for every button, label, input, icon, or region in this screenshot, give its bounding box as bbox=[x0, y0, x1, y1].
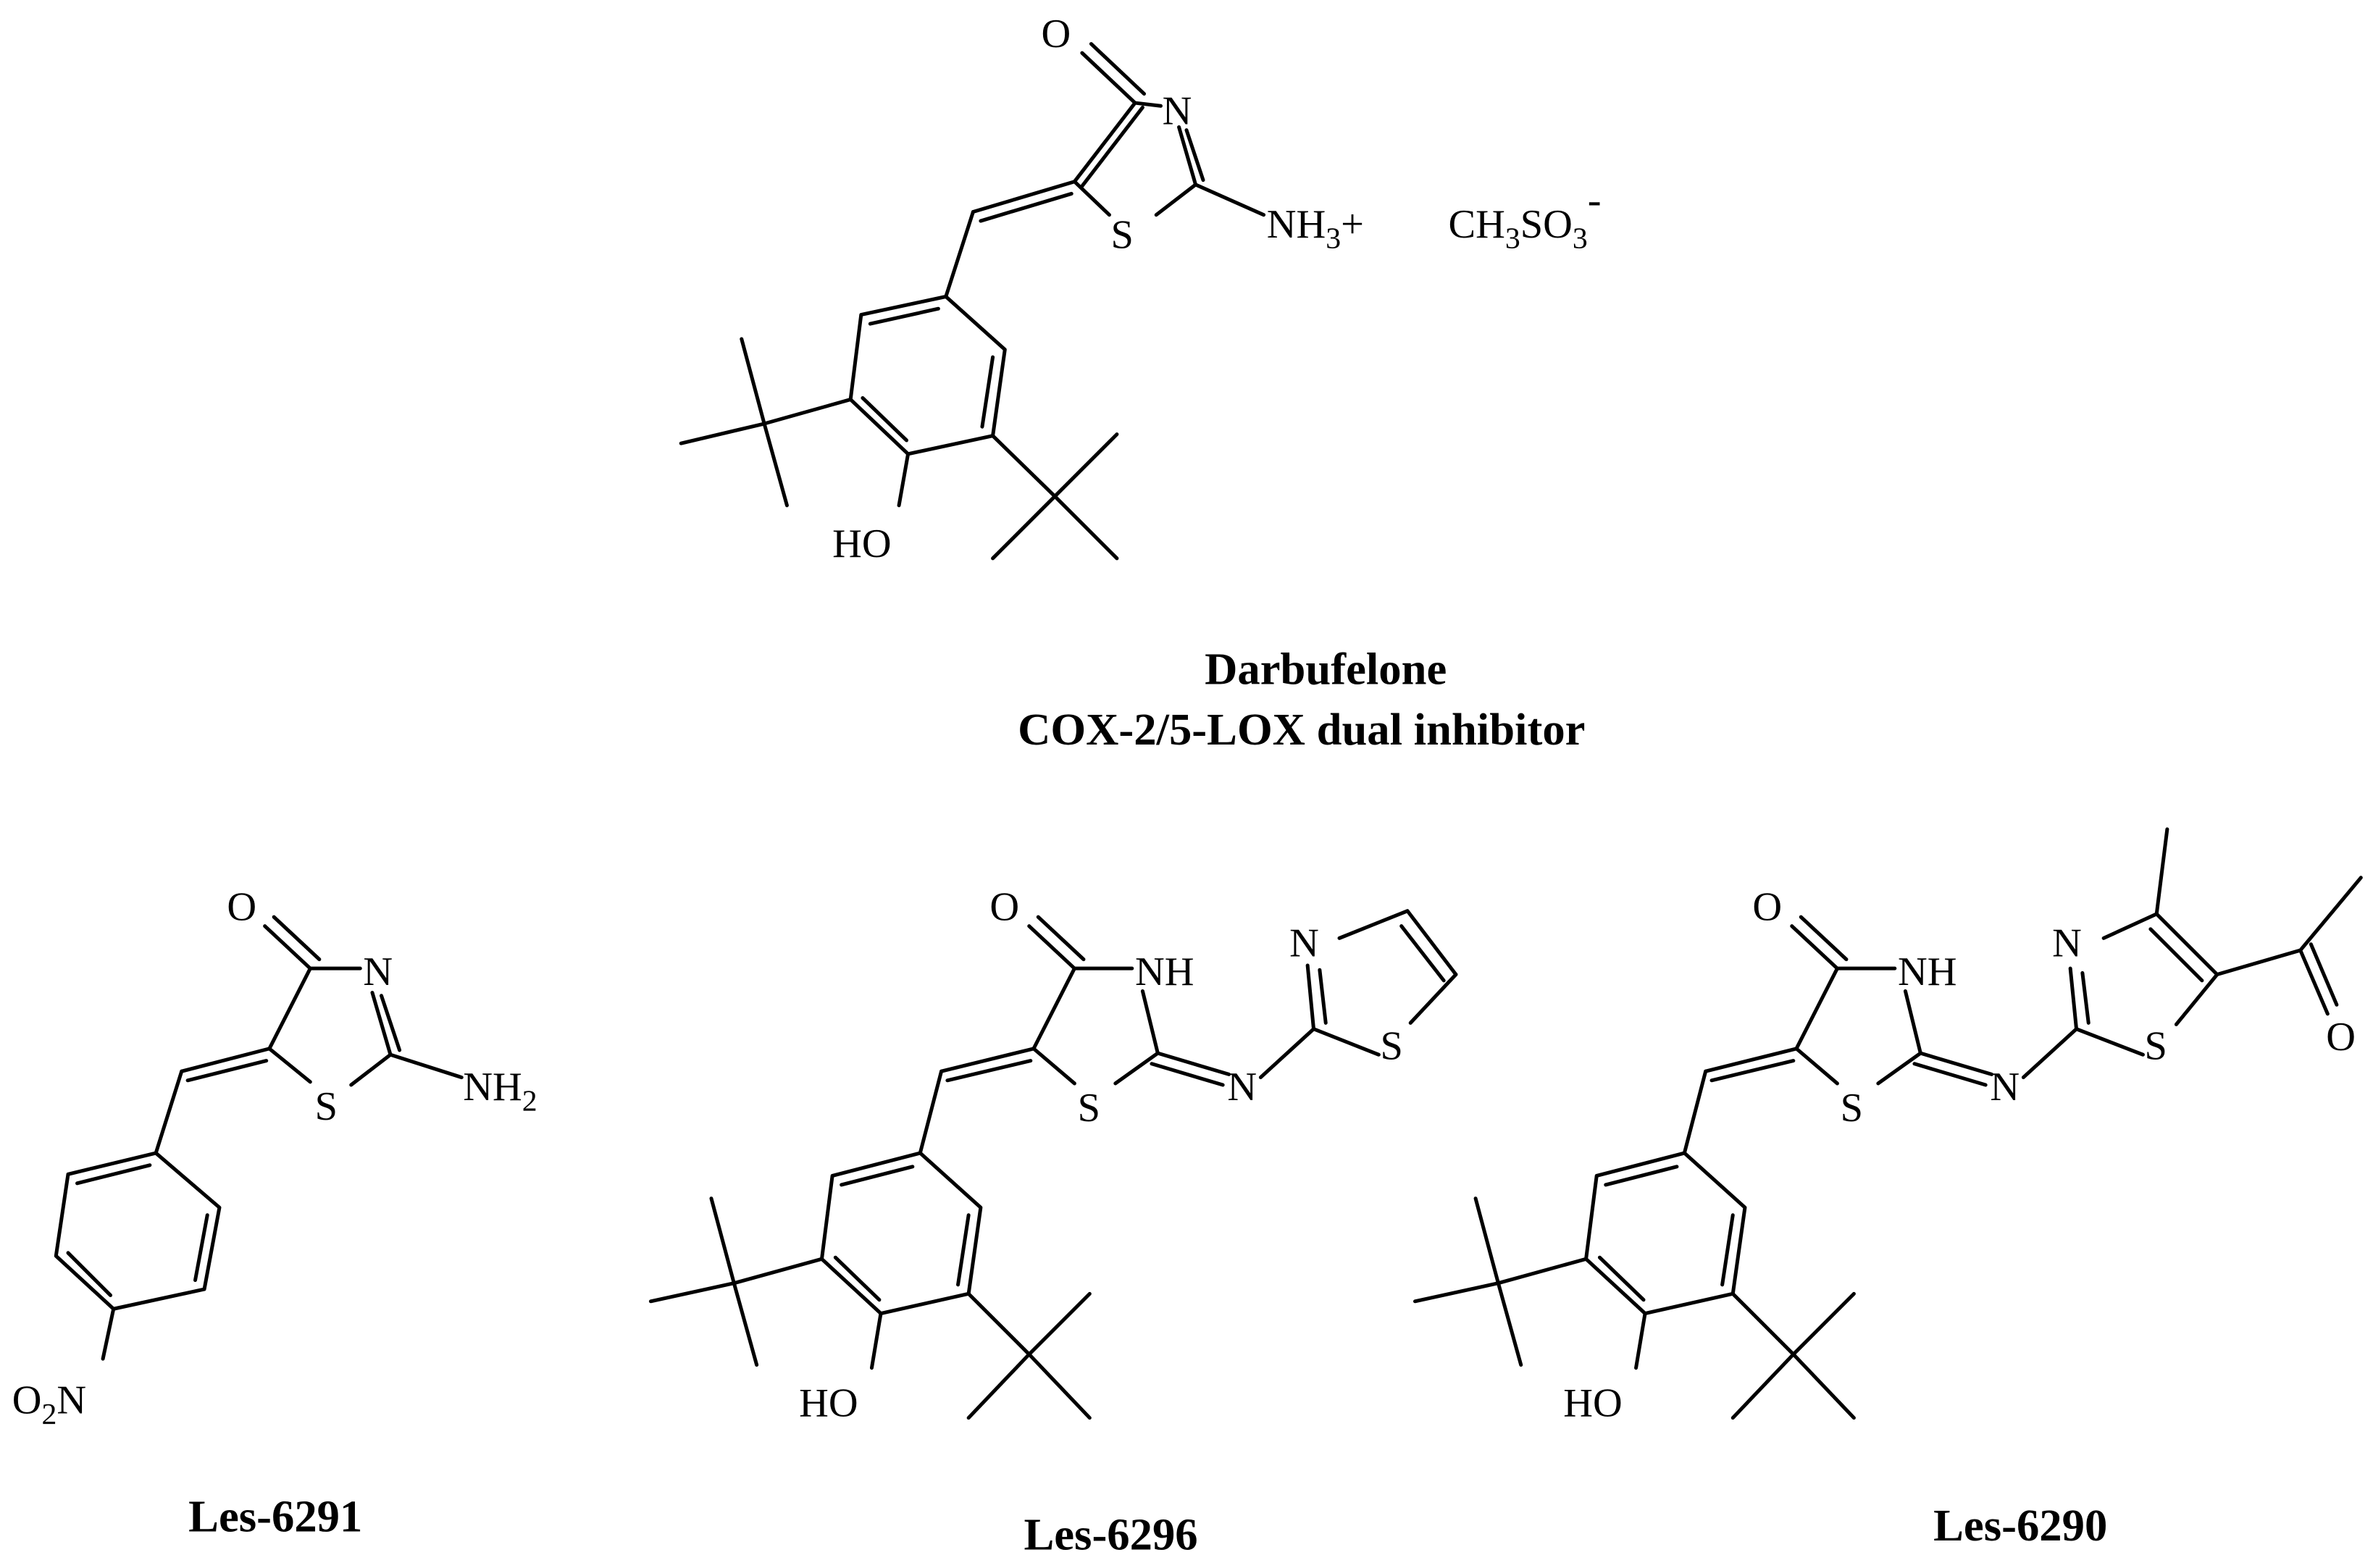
les6291-bonds bbox=[54, 915, 464, 1361]
les6290-bonds bbox=[1412, 827, 2363, 1420]
les6296-ring-nh: NH bbox=[1135, 949, 1194, 994]
les6290-thiazole-nitrogen: N bbox=[2052, 921, 2082, 965]
darbufelone-ring-sulfur: S bbox=[1111, 213, 1134, 258]
darbufelone-counterion: CH3SO3- bbox=[1448, 178, 1601, 256]
les6296-thiazole-sulfur: S bbox=[1380, 1024, 1402, 1069]
les6291-amine-label: NH2 bbox=[463, 1065, 537, 1118]
les6290-ring-sulfur: S bbox=[1841, 1086, 1863, 1131]
les6290-carbonyl-oxygen: O bbox=[1752, 884, 1782, 929]
les6296-imine-nitrogen: N bbox=[1227, 1065, 1257, 1110]
darbufelone-hydroxyl: HO bbox=[832, 521, 891, 566]
les6291-ring-nitrogen: N bbox=[363, 949, 393, 994]
les6290-name: Les-6290 bbox=[1933, 1500, 2107, 1551]
les6290-ring-nh: NH bbox=[1898, 949, 1956, 994]
darbufelone-bonds bbox=[679, 42, 1266, 561]
les6296-name: Les-6296 bbox=[1024, 1509, 1197, 1559]
les6291-carbonyl-oxygen: O bbox=[227, 884, 256, 929]
les6290-imine-nitrogen: N bbox=[1990, 1065, 2020, 1110]
les6291-nitro-label: O2N bbox=[12, 1378, 86, 1431]
les6296-structure: O NH S N N S HO bbox=[648, 884, 1458, 1426]
darbufelone-name: Darbufelone bbox=[1205, 643, 1447, 694]
les6291-name: Les-6291 bbox=[188, 1491, 362, 1541]
les6290-thiazole-sulfur: S bbox=[2145, 1024, 2167, 1069]
darbufelone-ring-nitrogen: N bbox=[1163, 88, 1192, 133]
darbufelone-amine-label: NH3+ bbox=[1267, 202, 1364, 256]
les6296-bonds bbox=[648, 909, 1458, 1420]
darbufelone-structure: O N S NH3+ CH3SO3- HO bbox=[679, 12, 1602, 566]
les6290-acetyl-oxygen: O bbox=[2326, 1015, 2356, 1060]
les6296-carbonyl-oxygen: O bbox=[989, 884, 1019, 929]
les6291-ring-sulfur: S bbox=[315, 1084, 338, 1129]
darbufelone-carbonyl-oxygen: O bbox=[1041, 12, 1071, 56]
les6296-hydroxyl: HO bbox=[799, 1381, 858, 1426]
les6290-hydroxyl: HO bbox=[1563, 1381, 1622, 1426]
les6296-thiazole-nitrogen: N bbox=[1289, 921, 1319, 965]
les6296-ring-sulfur: S bbox=[1078, 1086, 1100, 1131]
les6291-structure: O N S NH2 O2N bbox=[12, 884, 537, 1431]
darbufelone-description: COX-2/5-LOX dual inhibitor bbox=[1018, 704, 1585, 755]
les6290-structure: O NH S N N S O HO bbox=[1412, 827, 2363, 1426]
